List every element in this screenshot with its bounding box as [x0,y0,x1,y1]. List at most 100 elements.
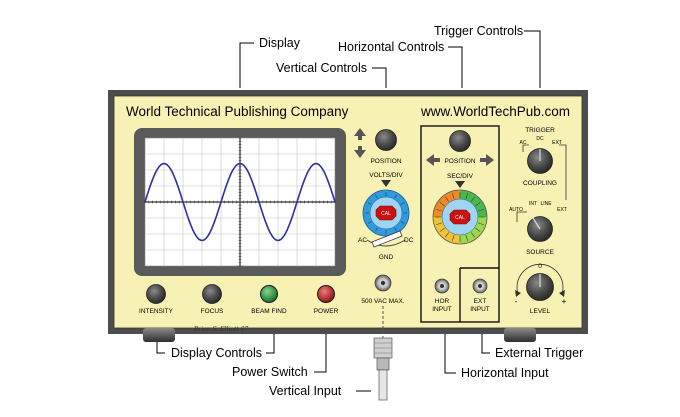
horizontal-controls: POSITION SEC/DIV CAL HOR INPUT EXT INPUT [420,125,500,323]
ext-input-label-1: EXT [474,298,487,305]
volts-div-cal-label: CAL [381,211,391,217]
trigger-ext2-label: EXT [557,207,567,213]
dial-tick [465,234,469,241]
trigger-controls-line [524,30,541,88]
callout-vertical-input: Vertical Input [269,384,342,398]
horizontal-position-arrows-icon [426,154,494,166]
dial-tick [436,208,443,212]
beam-find-label: BEAM FIND [251,308,287,315]
screen-graticule [144,137,336,267]
dial-tick [470,196,475,202]
intensity-label: INTENSITY [139,308,174,315]
display-line [239,42,254,88]
focus-label: FOCUS [201,308,224,315]
vertical-input-bnc-center [380,280,386,286]
volts-div-ticks [365,192,407,234]
dial-tick [394,194,397,199]
sec-div-pointer-icon [455,181,465,188]
max-voltage-label: 500 VAC MAX. [361,298,404,305]
coupling-bracket-left [522,144,529,152]
trigger-int-label: INT [529,201,537,207]
horizontal-position-label: POSITION [444,158,475,165]
volts-div-pointer-icon [381,180,391,187]
callout-horizontal-controls: Horizontal Controls [338,40,444,54]
callout-labels: Trigger Controls Display Horizontal Cont… [171,24,583,398]
level-arc [516,263,564,295]
vertical-position-knob[interactable] [375,129,397,151]
dial-tick [470,232,475,238]
trigger-dc-label: DC [536,136,544,142]
dial-tick [367,221,372,224]
foot-left [143,328,175,342]
dial-tick [465,193,469,200]
dial-tick [436,222,443,226]
external-trigger-line [481,334,490,354]
coupling-bracket-right [559,144,567,200]
horizontal-controls-line [448,46,463,88]
level-arc-arrow-right [559,290,565,297]
callout-lines [156,30,541,392]
trigger-auto-label: AUTO [509,207,523,213]
trigger-ext-label: EXT [552,140,562,146]
dial-tick [445,232,450,238]
display-screen [134,128,346,276]
sec-div-cal-label: CAL [455,215,465,221]
signature: Brian S. Elliott 07 [193,326,249,333]
probe-connector-sleeve [376,357,390,371]
coupling-ac-label: AC [358,237,367,244]
dial-tick [439,202,445,207]
probe-cable [378,369,388,401]
coupling-gnd-label: GND [379,254,394,261]
sec-div-ticks [435,192,485,242]
callout-external-trigger: External Trigger [495,346,583,360]
dial-tick [451,193,455,200]
ext-input-label-2: INPUT [470,306,490,313]
display-controls-line-2 [266,334,275,354]
dial-tick [400,221,405,224]
horizontal-position-knob[interactable] [449,130,471,152]
dial-tick [475,202,481,207]
level-minus-label: - [515,297,518,306]
dial-tick [367,202,372,205]
vertical-position-label: POSITION [370,158,401,165]
horizontal-input-line [444,334,456,374]
coupling-dc-label: DC [404,237,414,244]
callout-display: Display [259,36,301,50]
power-button[interactable] [317,285,335,303]
beam-find-button[interactable] [260,285,278,303]
dial-tick [375,227,378,232]
vertical-input-probe [373,306,393,401]
callout-power-switch: Power Switch [232,365,308,379]
trigger-controls: TRIGGER AC DC EXT COUPLING AUTO INT LINE… [509,127,567,315]
display-controls: INTENSITY FOCUS BEAM FIND POWER Brian S.… [139,284,339,333]
company-website: www.WorldTechPub.com [420,104,570,119]
intensity-knob[interactable] [146,284,166,304]
dial-tick [477,208,484,212]
dial-tick [451,234,455,241]
waveform-trace [144,162,336,242]
sec-div-cal-knob[interactable] [449,209,471,225]
company-name: World Technical Publishing Company [126,104,349,119]
dial-tick [475,227,481,232]
power-switch-line [314,334,327,373]
sec-div-label: SEC/DIV [447,173,474,180]
trigger-title: TRIGGER [525,127,555,134]
dial-tick [394,227,397,232]
level-plus-label: + [562,297,567,306]
volts-div-cal-knob[interactable] [375,205,397,221]
level-label: LEVEL [530,308,551,315]
input-coupling-switch-arc [366,239,406,247]
input-coupling-switch-lever[interactable] [371,230,403,248]
level-zero-label: 0 [538,263,542,270]
focus-knob[interactable] [202,284,222,304]
power-label: POWER [314,308,339,315]
callout-trigger-controls: Trigger Controls [434,24,523,38]
dial-tick [477,222,484,226]
hor-input-label-2: INPUT [432,306,452,313]
volts-div-label: VOLTS/DIV [369,172,403,179]
dial-tick [400,202,405,205]
oscilloscope-cabinet [108,90,588,342]
callout-horizontal-input: Horizontal Input [461,366,549,380]
vertical-controls: POSITION VOLTS/DIV CAL AC DC GND 500 VAC… [354,128,414,305]
